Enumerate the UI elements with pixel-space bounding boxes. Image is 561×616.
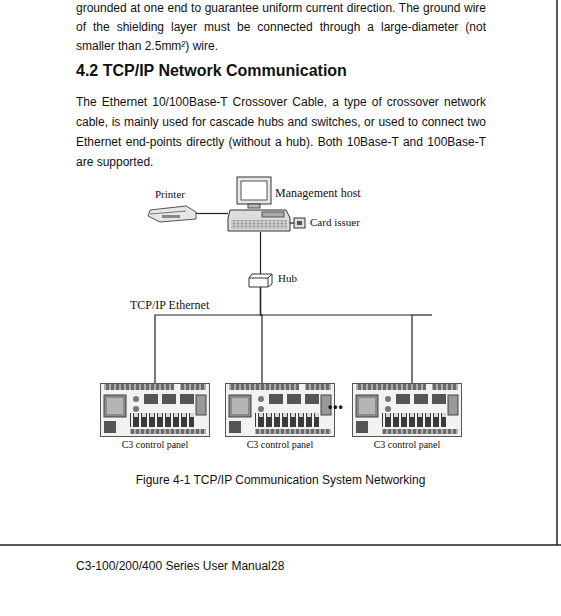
section-heading: 4.2 TCP/IP Network Communication <box>76 62 347 80</box>
control-panel: C3 control panel <box>225 383 335 437</box>
node-label: Printer <box>155 188 185 200</box>
node-label: Management host <box>275 186 361 201</box>
ellipsis-mark: ••• <box>328 400 344 414</box>
node-label: C3 control panel <box>122 439 189 450</box>
card-issuer-icon: Card issuer <box>294 218 305 228</box>
body-paragraph: The Ethernet 10/100Base-T Crossover Cabl… <box>76 92 486 172</box>
figure-caption: Figure 4-1 TCP/IP Communication System N… <box>0 473 561 487</box>
node-label: C3 control panel <box>247 439 314 450</box>
network-cable <box>260 232 261 274</box>
node-label: Card issuer <box>310 216 360 228</box>
network-cable <box>290 222 294 223</box>
body-paragraph: grounded at one end to guarantee uniform… <box>76 0 486 56</box>
network-label: TCP/IP Ethernet <box>130 298 209 313</box>
node-label: Hub <box>278 272 297 284</box>
control-panel: C3 control panel <box>100 383 210 437</box>
node-label: C3 control panel <box>374 439 441 450</box>
network-cable <box>261 287 413 383</box>
management-host-icon: Management host <box>228 176 290 232</box>
hub-icon: Hub <box>249 274 272 287</box>
network-cable <box>196 213 228 214</box>
footer-text: C3-100/200/400 Series User Manual <box>76 559 271 573</box>
page-number: 28 <box>271 559 284 573</box>
control-panel: C3 control panel <box>352 383 462 437</box>
printer-icon: Printer <box>147 205 196 222</box>
